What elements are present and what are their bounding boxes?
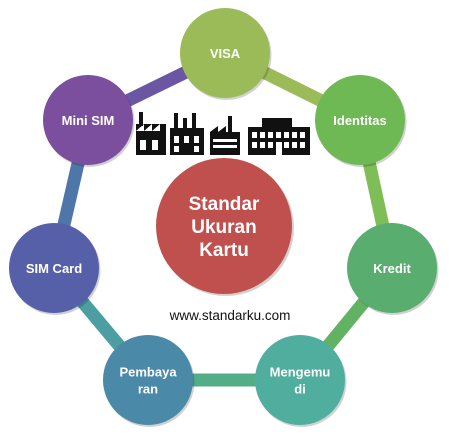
website-url: www.standarku.com: [169, 308, 291, 323]
diagram-node: Mini SIM: [43, 75, 135, 167]
node-circle: [347, 223, 437, 313]
node-label: di: [294, 382, 306, 397]
diagram-node: SIM Card: [9, 223, 101, 315]
node-circle: [315, 75, 405, 165]
node-label: ran: [138, 382, 158, 397]
node-label: Kredit: [373, 261, 411, 276]
node-circle: [103, 335, 193, 425]
node-circle: [255, 335, 345, 425]
node-label: Mini SIM: [62, 113, 115, 128]
node-label: Pembaya: [119, 365, 177, 380]
center-circle: [156, 158, 292, 294]
node-label: Identitas: [333, 113, 386, 128]
center-label: Kartu: [199, 240, 249, 261]
node-circle: [43, 75, 133, 165]
diagram-node: Identitas: [315, 75, 407, 167]
diagram-node: VISA: [180, 8, 272, 100]
diagram-node: Mengemu di: [255, 335, 347, 427]
node-label: Mengemu: [270, 365, 331, 380]
node-circle: [180, 8, 270, 98]
factory-buildings-icon: [136, 112, 310, 155]
diagram-node: Pembaya ran: [103, 335, 195, 427]
node-label: SIM Card: [26, 261, 82, 276]
center-label: Ukuran: [191, 217, 256, 238]
center-label: Standar: [189, 194, 260, 215]
diagram-node: Kredit: [347, 223, 439, 315]
node-circle: [9, 223, 99, 313]
node-label: VISA: [210, 46, 241, 61]
